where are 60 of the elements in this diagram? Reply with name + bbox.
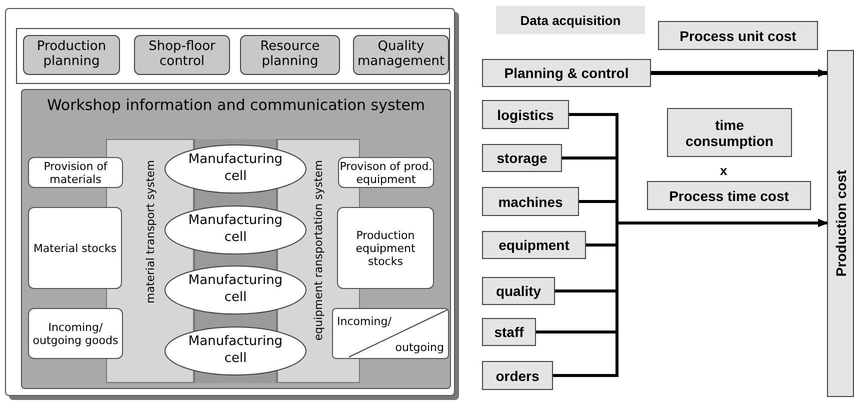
operator-sign: x bbox=[720, 163, 728, 178]
node-label: Data acquisition bbox=[520, 12, 621, 28]
source-box bbox=[482, 144, 562, 172]
node-label: logistics bbox=[497, 106, 554, 122]
node-label: Production equipment stocks bbox=[354, 228, 416, 268]
node-label: Planning & control bbox=[504, 65, 629, 81]
node-label: equipment ransportation system bbox=[312, 160, 325, 341]
panel-title: Workshop information and communication system bbox=[46, 96, 426, 114]
cell-ellipse bbox=[164, 326, 307, 376]
cell-ellipse bbox=[164, 144, 307, 194]
node-label: orders bbox=[496, 368, 540, 384]
box-label: Incoming/ bbox=[337, 315, 392, 328]
node-label: Manufacturing cell bbox=[187, 152, 284, 186]
node-label: Manufacturing cell bbox=[187, 334, 284, 368]
process-box bbox=[28, 207, 122, 289]
node-label: Resource planning bbox=[259, 40, 321, 70]
node-label: machines bbox=[498, 194, 563, 210]
node-label: material transport system bbox=[144, 160, 156, 304]
source-box bbox=[482, 59, 651, 87]
source-box bbox=[482, 318, 536, 346]
node-label: Provison of prod. equipment bbox=[339, 160, 433, 186]
module-box bbox=[134, 35, 230, 75]
node-label: Provision of materials bbox=[42, 160, 108, 186]
cost-box bbox=[667, 108, 792, 157]
node-label: Manufacturing cell bbox=[187, 213, 284, 247]
cost-box bbox=[658, 21, 818, 50]
split-box bbox=[332, 308, 449, 359]
module-strip bbox=[16, 28, 450, 84]
source-box bbox=[482, 100, 569, 129]
node-label: staff bbox=[494, 324, 524, 340]
node-label: quality bbox=[496, 283, 542, 299]
node-label: equipment bbox=[498, 237, 570, 253]
node-label: Incoming/ outgoing goods bbox=[32, 320, 120, 346]
node-label: Shop-floor control bbox=[148, 40, 216, 70]
source-box bbox=[482, 361, 553, 390]
process-box bbox=[28, 308, 123, 359]
cost-box bbox=[647, 181, 811, 210]
node-label: Production cost bbox=[832, 170, 848, 277]
node-label: time consumption bbox=[684, 116, 774, 148]
target-bar bbox=[827, 50, 854, 397]
section-heading bbox=[496, 6, 645, 34]
cell-ellipse bbox=[164, 265, 307, 315]
source-box bbox=[482, 231, 586, 259]
arrow bbox=[651, 69, 828, 77]
system-panel bbox=[21, 89, 451, 389]
node-label: Material stocks bbox=[33, 242, 117, 254]
process-box bbox=[28, 157, 123, 188]
box-label: outgoing bbox=[395, 341, 444, 354]
node-label: storage bbox=[496, 150, 548, 166]
node-label: Manufacturing cell bbox=[187, 273, 284, 307]
source-box bbox=[482, 187, 579, 216]
source-box bbox=[482, 277, 555, 305]
node-label: Quality management bbox=[356, 40, 446, 70]
node-label: Process unit cost bbox=[680, 28, 796, 44]
node-label: Process time cost bbox=[669, 188, 789, 204]
cell-ellipse bbox=[164, 205, 307, 255]
node-label: Production planning bbox=[36, 40, 108, 70]
module-box bbox=[23, 35, 120, 75]
module-box bbox=[240, 35, 340, 75]
process-box bbox=[337, 207, 434, 289]
